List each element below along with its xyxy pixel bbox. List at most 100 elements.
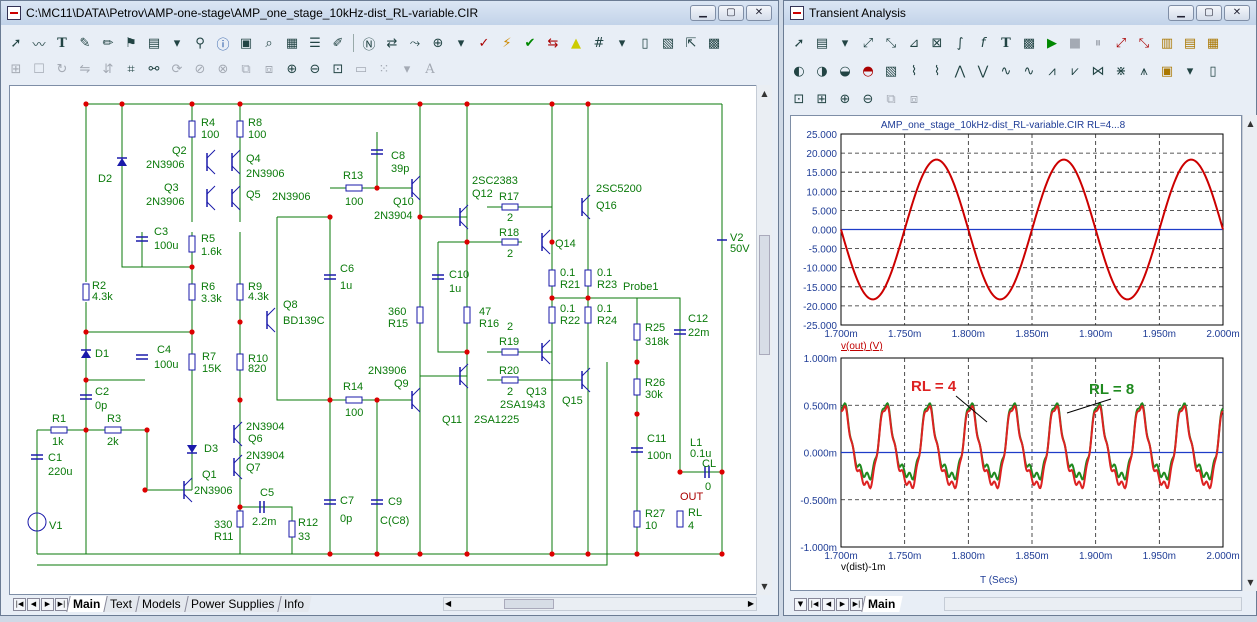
waveform3-icon[interactable]: ⋀ [954,63,966,79]
scroll-thumb[interactable] [759,235,770,355]
text-icon[interactable]: T [1001,35,1011,51]
swap-icon[interactable]: ⇆ [547,35,559,51]
waveform5-icon[interactable]: ∿ [1000,63,1012,79]
tab-main[interactable]: Main [861,596,904,612]
waveform10-icon[interactable]: ⋇ [1115,63,1127,79]
scroll-down-icon[interactable]: ▼ [1247,578,1254,587]
warning-icon[interactable]: ▲ [571,35,581,51]
scroll-thumb[interactable] [504,599,554,609]
stop-icon[interactable]: ■ [1068,35,1082,51]
waveform8-icon[interactable]: ⩗ [1071,63,1079,79]
paste-icon[interactable]: ⧈ [264,61,274,77]
waveform6-icon[interactable]: ∿ [1023,63,1035,79]
component-icon[interactable]: ▤ [815,35,829,51]
valley-icon[interactable]: ◓ [862,63,874,79]
properties-icon[interactable]: ▩ [707,35,721,51]
cursor-left-icon[interactable]: ◐ [793,63,805,79]
tab-info[interactable]: Info [277,596,313,612]
clipboard-icon[interactable]: ▣ [1160,63,1174,79]
transient-titlebar[interactable]: Transient Analysis ▁ ▢ ✕ [784,1,1256,25]
pause-icon[interactable]: ⏸ [1094,35,1102,51]
first-page-icon[interactable]: |◀ [808,597,821,611]
binoculars-icon[interactable]: ⚯ [148,61,160,77]
prev-page-icon[interactable]: ◀ [822,597,835,611]
next-page-icon[interactable]: ▶ [836,597,849,611]
scroll-down-icon[interactable]: ▼ [761,582,768,591]
peak-icon[interactable]: ◒ [839,63,851,79]
pin-icon[interactable]: ⊕ [432,35,444,51]
tab-main[interactable]: Main [66,596,109,612]
pencil-icon[interactable]: ✏ [102,35,114,51]
waveform2-icon[interactable]: ⌇ [933,63,941,79]
dropdown-arrow-icon[interactable]: ▾ [457,35,465,51]
schematic-horizontal-scrollbar[interactable]: ◀ ▶ [443,597,757,611]
first-page-icon[interactable]: |◀ [13,597,26,611]
plot-vertical-scrollbar[interactable]: ▲ ▼ [1242,115,1257,591]
text-icon[interactable]: T [57,35,67,51]
maxmin-icon[interactable]: ⤡ [885,35,897,51]
page2-icon[interactable]: ▦ [285,35,299,51]
check-icon[interactable]: ✓ [478,35,490,51]
print-icon[interactable]: ▧ [661,35,675,51]
box-icon[interactable]: ⊞ [10,61,22,77]
component-icon[interactable]: ▤ [147,35,161,51]
zoom-in-icon[interactable]: ⊕ [839,91,851,107]
dropdown-arrow-icon[interactable]: ▾ [173,35,181,51]
select-icon[interactable]: ➚ [793,35,805,51]
disk-icon[interactable]: ▭ [354,61,368,77]
rotate-icon[interactable]: ↻ [56,61,68,77]
cursor-right-icon[interactable]: ◑ [816,63,828,79]
scroll-up-icon[interactable]: ▲ [761,89,768,98]
volt-icon[interactable]: ⇄ [386,35,398,51]
stop-icon[interactable]: ⊘ [194,61,206,77]
grid-icon[interactable]: ☰ [309,35,321,51]
axis-icon[interactable]: ⊿ [908,35,920,51]
graph-icon[interactable]: ⊠ [931,35,943,51]
last-page-icon[interactable]: ▶| [850,597,863,611]
paste-icon[interactable]: ⧈ [909,91,919,107]
zoom-out-icon[interactable]: ⊖ [862,91,874,107]
schematic-vertical-scrollbar[interactable]: ▲ ▼ [756,85,772,595]
close-button[interactable]: ✕ [746,5,772,21]
close-icon[interactable]: ⊗ [217,61,229,77]
tab-models[interactable]: Models [135,596,189,612]
close-button[interactable]: ✕ [1224,5,1250,21]
scale-icon[interactable]: ⤢ [862,35,874,51]
table2-icon[interactable]: ▤ [1183,35,1197,51]
waveform11-icon[interactable]: ⩚ [1140,63,1148,79]
scroll-left-icon[interactable]: ▼ [794,597,807,611]
bolt-icon[interactable]: ⚡ [502,35,512,51]
help-icon[interactable]: ⓘ [216,37,230,53]
dropdown-arrow-icon[interactable]: ▾ [403,61,411,77]
fit-x-icon[interactable]: ⊞ [816,91,828,107]
minimize-button[interactable]: ▁ [690,5,716,21]
sheet-icon[interactable]: ▯ [641,35,649,51]
grid-view-icon[interactable]: ⁙ [378,61,390,77]
hash-grid-icon[interactable]: # [593,35,605,51]
plot-canvas[interactable]: AMP_one_stage_10kHz-dist_RL-variable.CIR… [790,115,1242,591]
refresh-icon[interactable]: ⟳ [171,61,183,77]
waveform4-icon[interactable]: ⋁ [977,63,989,79]
fx-icon[interactable]: f [980,35,986,51]
rect-icon[interactable]: ☐ [33,61,45,77]
next-page-icon[interactable]: ▶ [41,597,54,611]
edit-icon[interactable]: ✐ [332,35,344,51]
export-icon[interactable]: ⇱ [685,35,697,51]
run-icon[interactable]: ✔ [524,35,536,51]
copy-icon[interactable]: ⧉ [241,61,251,77]
find-icon[interactable]: ⌕ [265,35,273,51]
dropdown-arrow-icon[interactable]: ▾ [1186,63,1194,79]
scroll-right-icon[interactable]: ▶ [747,599,754,608]
mirror-icon[interactable]: ⇋ [79,61,91,77]
waveform9-icon[interactable]: ⋈ [1091,63,1105,79]
tab-text[interactable]: Text [103,596,141,612]
minimize-button[interactable]: ▁ [1168,5,1194,21]
zoom-out-icon[interactable]: ⊖ [309,61,321,77]
node-numbers-icon[interactable]: ⤳ [409,35,421,51]
maximize-button[interactable]: ▢ [1196,5,1222,21]
waveform7-icon[interactable]: ⩘ [1048,63,1056,79]
prev-page-icon[interactable]: ◀ [27,597,40,611]
find-parts-icon[interactable]: ⌗ [127,61,135,77]
line-icon[interactable]: ✎ [79,35,91,51]
